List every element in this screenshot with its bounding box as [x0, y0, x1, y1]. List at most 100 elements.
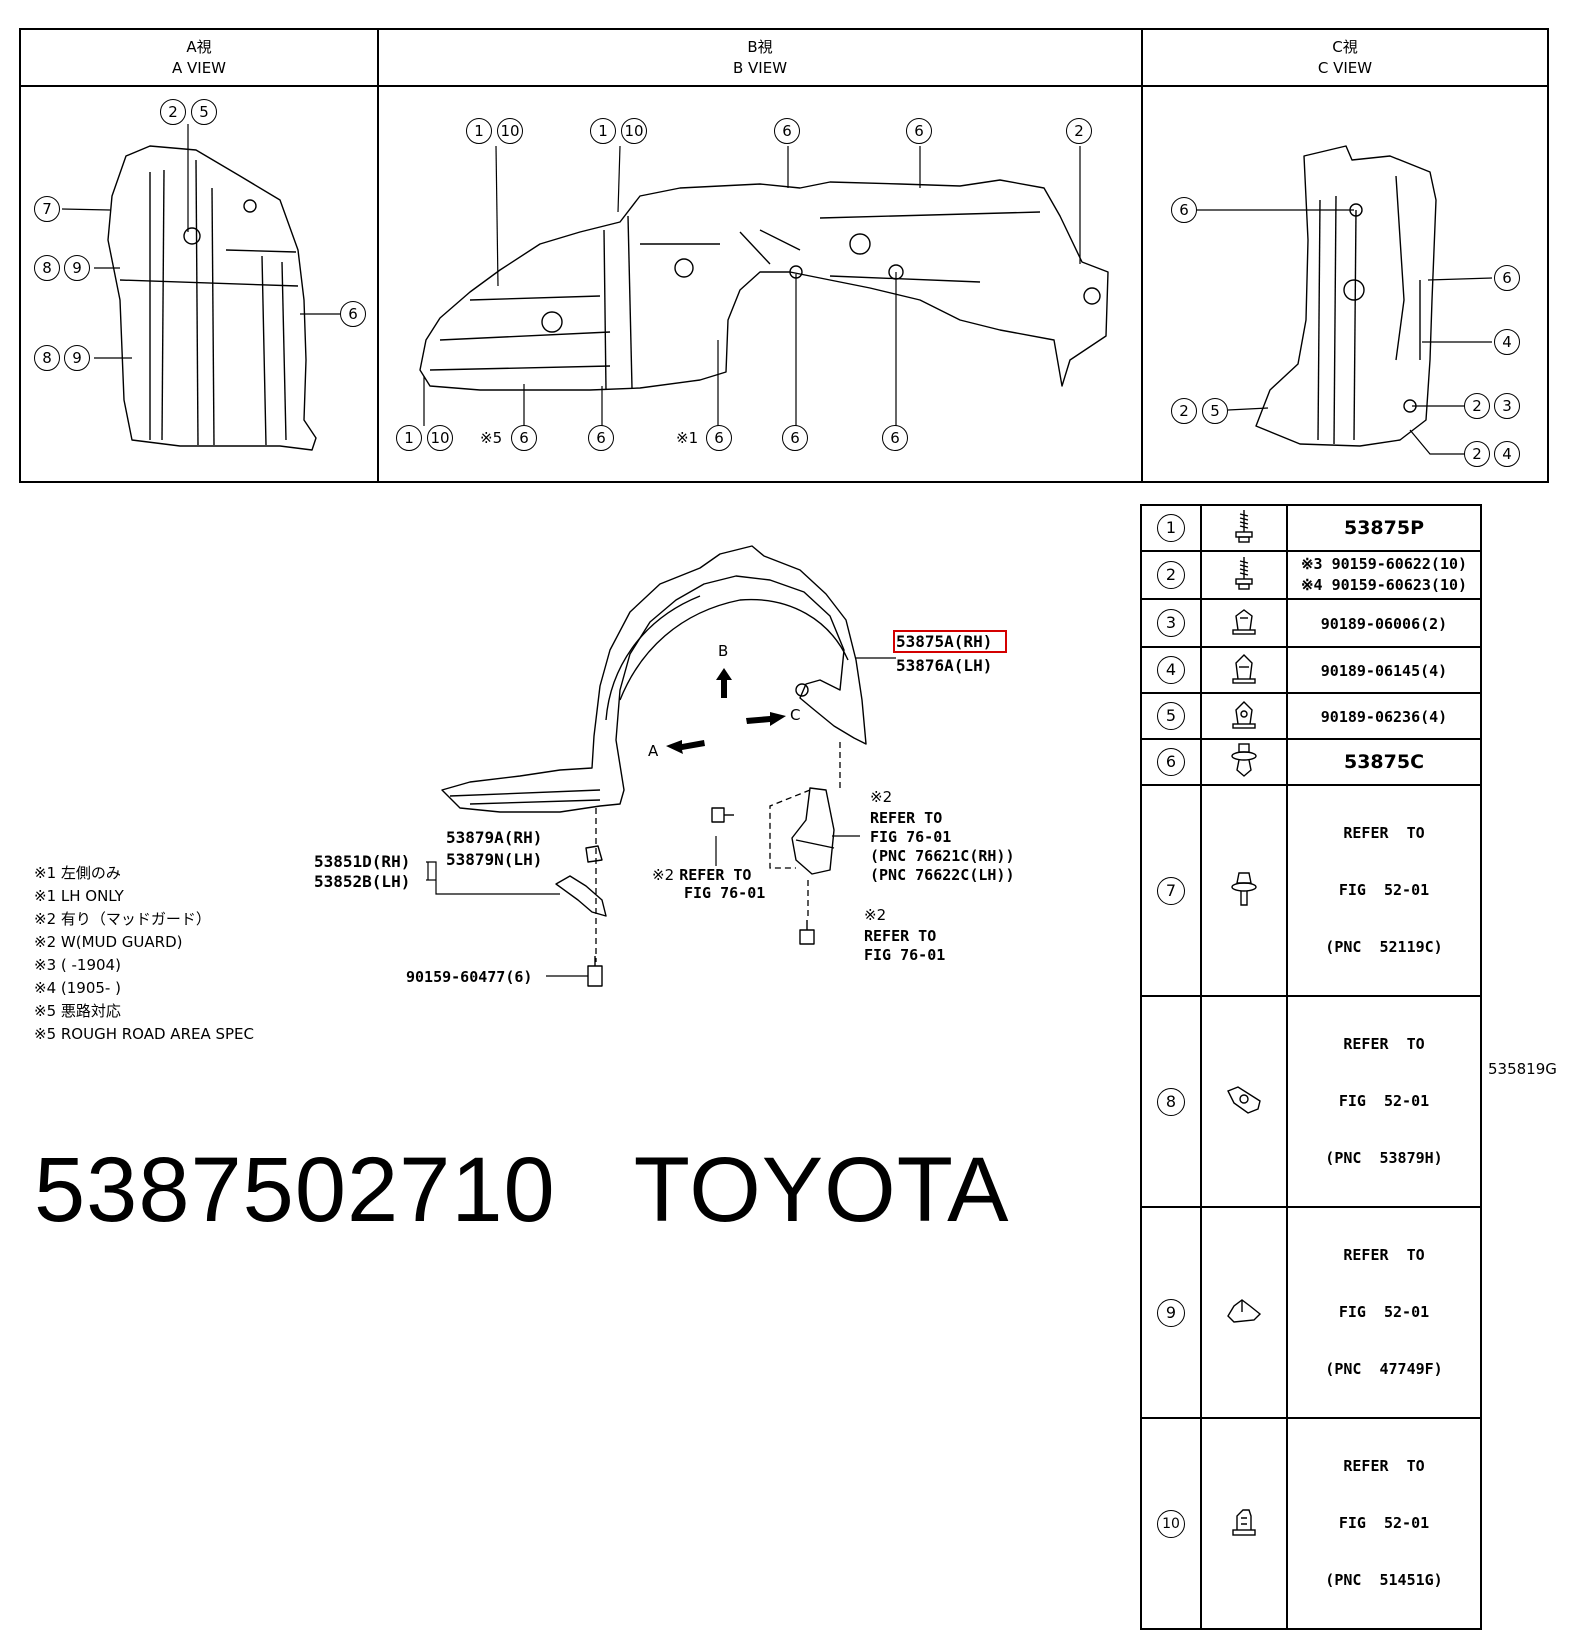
push-clip-icon: [1200, 738, 1288, 786]
note-line: ※4 (1905- ): [34, 979, 121, 997]
b-callout-6e: 6: [706, 425, 732, 451]
bracket-clip-icon: [1200, 1206, 1288, 1419]
b-view-title-en: B VIEW: [732, 59, 788, 77]
note-line: ※1 左側のみ: [34, 864, 121, 882]
legend-row: 4 90189-06145(4): [1140, 646, 1482, 694]
legend-num: 2: [1157, 561, 1185, 589]
legend-text: (PNC 47749F): [1325, 1360, 1443, 1378]
note-line: ※2 W(MUD GUARD): [34, 933, 183, 951]
legend-row: 10 REFER TO FIG 52-01 (PNC 51451G): [1140, 1417, 1482, 1630]
legend-text: FIG 52-01: [1338, 1514, 1430, 1532]
b-view-panel: B視 B VIEW: [379, 30, 1143, 481]
a-callout-7: 7: [34, 196, 60, 222]
screw-refer-2: FIG 76-01: [864, 946, 946, 964]
mudguard-refer-1: REFER TO: [870, 809, 943, 827]
screw-note: ※2: [864, 906, 887, 924]
direction-arrows: [666, 668, 786, 754]
a-callout-9a: 9: [64, 255, 90, 281]
legend-num: 7: [1157, 876, 1185, 905]
legend-row: 7 REFER TO FIG 52-01 (PNC 52119C): [1140, 784, 1482, 997]
arrow-b-label: B: [718, 642, 729, 660]
clip-nut-icon: [1200, 598, 1288, 648]
highlight-box: [893, 630, 1007, 653]
legend-num: 10: [1157, 1509, 1185, 1538]
bracket-lh-label: 53879N(LH): [446, 850, 543, 869]
legend-row: 2 ※3 90159-60622(10) ※4 90159-60623(10): [1140, 550, 1482, 600]
note-line: ※2 有り（マッドガード）: [34, 910, 211, 928]
footer-brand: TOYOTA: [633, 1139, 1010, 1241]
legend-num: 3: [1157, 609, 1185, 637]
a-callout-5: 5: [191, 99, 217, 125]
a-view-header: A視 A VIEW: [21, 30, 377, 87]
clip-nut-icon: [1200, 646, 1288, 694]
b-callout-6f: 6: [782, 425, 808, 451]
seal-lh-label: 53852B(LH): [314, 872, 411, 891]
legend-text: FIG 52-01: [1338, 1092, 1430, 1110]
a-view-title-jp: A視: [186, 38, 212, 56]
note-line: ※3 ( -1904): [34, 956, 121, 974]
legend-num: 5: [1157, 702, 1185, 730]
c-callout-2c: 2: [1464, 441, 1490, 467]
arrow-c-label: C: [790, 706, 801, 724]
liner-lh-label: 53876A(LH): [896, 656, 993, 675]
c-callout-6b: 6: [1494, 265, 1520, 291]
legend-num: 1: [1157, 514, 1185, 542]
legend-num: 8: [1157, 1087, 1185, 1116]
c-callout-2a: 2: [1171, 398, 1197, 424]
notes-block: ※1 左側のみ ※1 LH ONLY ※2 有り（マッドガード） ※2 W(MU…: [34, 862, 254, 1046]
mudguard-refer-2: FIG 76-01: [870, 828, 952, 846]
mudguard-pnc-rh: (PNC 76621C(RH)): [870, 847, 1015, 865]
views-panel: A視 A VIEW B視 B VIEW C視 C VIEW: [19, 28, 1549, 483]
mud-guard-drawing: [791, 787, 835, 875]
b-note-5: ※5: [480, 429, 503, 447]
main-liner-drawing: [441, 545, 867, 813]
c-callout-3: 3: [1494, 393, 1520, 419]
b-view-title-jp: B視: [747, 38, 773, 56]
c-callout-2b: 2: [1464, 393, 1490, 419]
c-callout-4a: 4: [1494, 329, 1520, 355]
mudguard-note: ※2: [870, 788, 893, 806]
legend-text: ※3 90159-60622(10): [1300, 555, 1468, 573]
a-callout-6: 6: [340, 301, 366, 327]
a-callout-8b: 8: [34, 345, 60, 371]
legend-text: REFER TO: [1343, 1246, 1425, 1264]
legend-num: 4: [1157, 656, 1185, 684]
legend-row: 3 90189-06006(2): [1140, 598, 1482, 648]
b-callout-1c: 1: [396, 425, 422, 451]
a-view-panel: A視 A VIEW: [21, 30, 379, 481]
liner-rh-label: 53875A(RH): [896, 632, 993, 651]
screw-refer: ※2 REFER TO FIG 76-01: [864, 904, 945, 965]
legend-text: REFER TO: [1343, 1035, 1425, 1053]
legend-text: FIG 52-01: [1338, 1303, 1430, 1321]
bolt-label: 90159-60477(6): [406, 968, 533, 986]
b-callout-1a: 1: [466, 118, 492, 144]
a-callout-9b: 9: [64, 345, 90, 371]
b-callout-6b: 6: [906, 118, 932, 144]
c-view-liner-drawing: [1255, 145, 1437, 447]
c-view-header: C視 C VIEW: [1143, 30, 1547, 87]
arrow-b-icon: [716, 668, 732, 698]
left-refer: ※2 REFER TO: [652, 864, 751, 887]
seal-rh-label: 53851D(RH): [314, 852, 411, 871]
b-callout-6c: 6: [511, 425, 537, 451]
c-callout-4b: 4: [1494, 441, 1520, 467]
legend-row: 6 53875C: [1140, 738, 1482, 786]
a-callout-8a: 8: [34, 255, 60, 281]
legend-row: 8 REFER TO FIG 52-01 (PNC 53879H): [1140, 995, 1482, 1208]
legend-text: REFER TO: [1343, 824, 1425, 842]
b-callout-10a: 10: [497, 118, 523, 144]
bracket-rh-label: 53879A(RH): [446, 828, 543, 847]
b-callout-10c: 10: [427, 425, 453, 451]
screw-icon: [1200, 550, 1288, 600]
footer-title: 5387502710 TOYOTA: [34, 1140, 1009, 1240]
parts-drawing: [61, 124, 1493, 987]
push-clip-icon: [1200, 784, 1288, 997]
legend-row: 1 53875P: [1140, 504, 1482, 552]
b-callout-10b: 10: [621, 118, 647, 144]
legend-num: 9: [1157, 1298, 1185, 1327]
legend-row: 9 REFER TO FIG 52-01 (PNC 47749F): [1140, 1206, 1482, 1419]
c-view-panel: C視 C VIEW: [1143, 30, 1547, 481]
left-refer-2: FIG 76-01: [684, 884, 766, 902]
legend-text: (PNC 53879H): [1325, 1149, 1443, 1167]
legend-text: 90189-06145(4): [1320, 661, 1448, 680]
